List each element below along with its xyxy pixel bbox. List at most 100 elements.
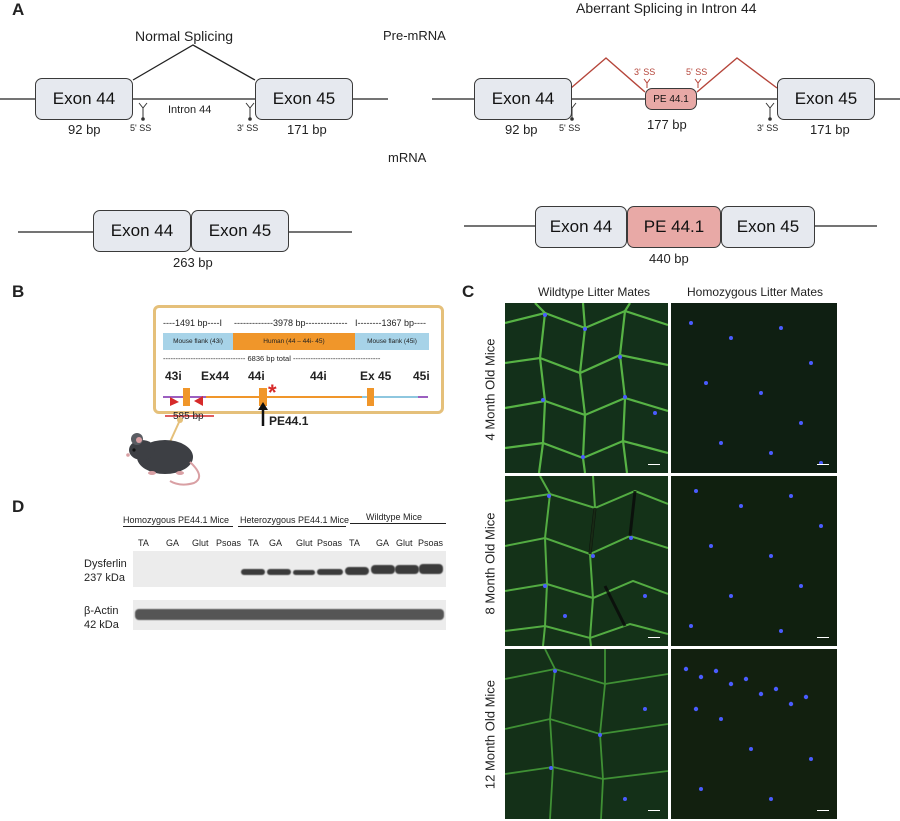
exon45-mrna: Exon 45 (191, 210, 289, 252)
panel-b-letter: B (12, 282, 25, 301)
lane-label: Psoas (418, 538, 444, 548)
blot-band (267, 569, 291, 575)
normal-splicing-title: Normal Splicing (135, 28, 234, 44)
scale-bar (648, 810, 660, 811)
aberrant-splicing-title: Aberrant Splicing in Intron 44 (576, 0, 757, 16)
dysferlin-kda: 237 kDa (84, 572, 125, 584)
ss5-label: 5' SS (130, 123, 152, 133)
blot-band (395, 565, 419, 574)
ss3-label-aberrant: 3' SS (757, 123, 779, 133)
premrna-label: Pre-mRNA (383, 28, 446, 43)
label-45i: 45i (413, 369, 430, 383)
scale-bar (817, 810, 829, 811)
group-wildtype: Wildtype Mice (366, 512, 423, 522)
mrna-label: mRNA (388, 150, 427, 165)
micrograph-wt-8m (505, 476, 668, 646)
blot-band (317, 569, 343, 575)
exon45-normal: Exon 45 (255, 78, 353, 120)
label-ex45: Ex 45 (360, 369, 392, 383)
group-heterozygous: Heterozygous PE44.1 Mice (240, 515, 350, 525)
group-underline-homo (123, 526, 233, 527)
label-44i-right: 44i (310, 369, 327, 383)
total-length: --------------------------------- 6836 b… (163, 354, 381, 363)
ss5-label-aberrant: 5' SS (559, 123, 581, 133)
bp-segment-1: ----1491 bp----I (163, 318, 223, 328)
pe-length: 177 bp (647, 117, 687, 132)
construct-diagram: * (163, 384, 428, 426)
exon45-aberrant: Exon 45 (777, 78, 875, 120)
amplicon-size: 585 bp (173, 411, 204, 422)
blot-band (293, 570, 315, 575)
exon44-length-aberrant: 92 bp (505, 122, 538, 137)
blot-band (135, 609, 444, 620)
mouse-illustration (126, 417, 201, 486)
actin-blot (133, 600, 446, 630)
panel-d-letter: D (12, 497, 25, 516)
lane-label: Glut (192, 538, 209, 548)
blot-band (241, 569, 265, 575)
column-wildtype: Wildtype Litter Mates (538, 285, 651, 299)
column-homozygous: Homozygous Litter Mates (687, 285, 824, 299)
lane-label: GA (269, 538, 283, 548)
exon44-length: 92 bp (68, 122, 101, 137)
actin-label: β-Actin (84, 605, 119, 617)
exon44-mrna: Exon 44 (93, 210, 191, 252)
lane-label: Glut (396, 538, 413, 548)
dysferlin-blot (133, 551, 446, 587)
micrograph-homo-4m (671, 303, 837, 473)
bp-segment-3: I--------1367 bp---- (355, 318, 426, 328)
aberrant-mrna-length: 440 bp (649, 251, 689, 266)
scale-bar (817, 637, 829, 638)
lane-label: TA (248, 538, 259, 548)
exon45-length: 171 bp (287, 122, 327, 137)
micrograph-wt-12m (505, 649, 668, 819)
construct-frame (153, 305, 444, 414)
lane-label: TA (349, 538, 360, 548)
scale-bar (648, 464, 660, 465)
lane-labels: TA GA Glut Psoas TA GA Glut Psoas TA GA … (136, 538, 446, 552)
exon45-aberrant-mrna: Exon 45 (721, 206, 815, 248)
group-underline-het (238, 526, 346, 527)
exon45-length-aberrant: 171 bp (810, 122, 850, 137)
lane-label: Glut (296, 538, 313, 548)
micrograph-homo-12m (671, 649, 837, 819)
lane-label: GA (166, 538, 180, 548)
micrograph-wt-4m (505, 303, 668, 473)
label-44i-left: 44i (248, 369, 265, 383)
row-label-12-month: 12 Month Old Mice (482, 679, 498, 790)
exon44-aberrant-mrna: Exon 44 (535, 206, 627, 248)
blot-band (345, 567, 369, 575)
lane-label: Psoas (317, 538, 343, 548)
micrograph-homo-8m (671, 476, 837, 646)
mouse-flank-43: Mouse flank (43i) (163, 333, 233, 350)
label-ex44: Ex44 (201, 369, 230, 383)
lane-label: GA (376, 538, 390, 548)
blot-band (419, 564, 443, 574)
lane-label: Psoas (216, 538, 242, 548)
scale-bar (817, 464, 829, 465)
bp-segment-2: -------------3978 bp-------------- (234, 318, 348, 328)
label-43i: 43i (165, 369, 182, 383)
panel-a-letter: A (12, 0, 25, 19)
mouse-flank-45: Mouse flank (45i) (355, 333, 429, 350)
pe-exon-mrna: PE 44.1 (627, 206, 721, 248)
row-label-4-month: 4 Month Old Mice (482, 338, 498, 441)
ss5-red-label: 5' SS (686, 67, 708, 77)
svg-text:*: * (268, 384, 277, 405)
normal-mrna-length: 263 bp (173, 255, 213, 270)
scale-bar (648, 637, 660, 638)
human-segment: Human (44 – 44i- 45) (233, 333, 355, 350)
group-underline-wt (350, 523, 446, 524)
actin-kda: 42 kDa (84, 619, 119, 631)
exon44-aberrant: Exon 44 (474, 78, 572, 120)
intron-label: Intron 44 (168, 104, 212, 116)
dysferlin-label: Dysferlin (84, 558, 127, 570)
pe-arrow-label: PE44.1 (269, 414, 309, 428)
pe-exon-premrna: PE 44.1 (645, 88, 697, 110)
lane-label: TA (138, 538, 149, 548)
group-homozygous: Homozygous PE44.1 Mice (123, 515, 230, 525)
ss3-red-label: 3' SS (634, 67, 656, 77)
panel-c-letter: C (462, 282, 475, 301)
blot-band (371, 565, 395, 574)
exon44-normal: Exon 44 (35, 78, 133, 120)
